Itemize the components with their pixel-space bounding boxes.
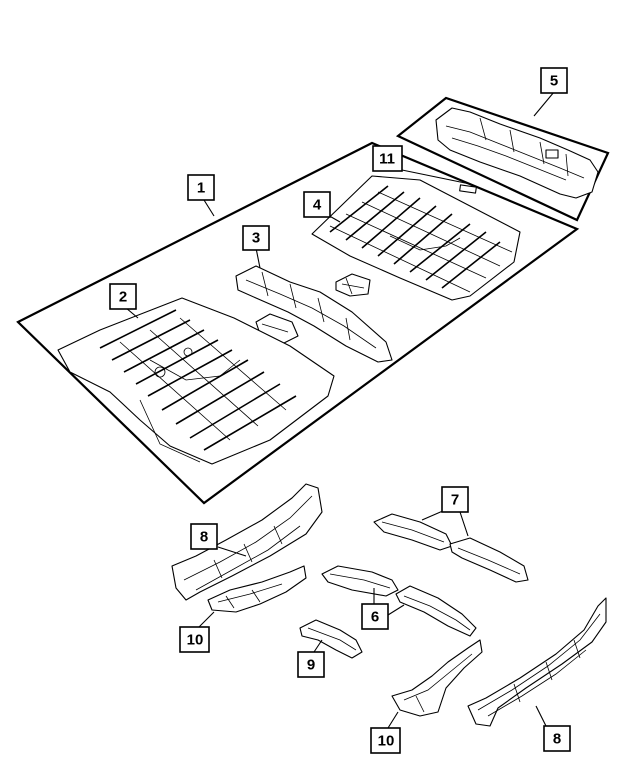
callout-9: 9 [297,651,325,678]
leader-line-8a [217,546,247,557]
leader-line-6b [387,604,405,616]
front-floor-pan-part [57,297,335,465]
rear-crossmember-part [435,107,599,199]
floor-crossmember-part [321,565,477,637]
side-sill-right-part [467,597,607,727]
callout-2: 2 [109,283,137,310]
callout-6: 6 [361,603,389,630]
callout-11-label: 11 [379,151,395,168]
callout-4: 4 [303,191,331,218]
crossmember-small-part [299,619,363,659]
callout-8-lower: 8 [543,725,571,752]
callout-1-label: 1 [197,180,205,197]
callout-10-lower: 10 [370,727,401,754]
leader-line-7b [459,511,469,537]
leader-line-1 [203,199,215,217]
leader-line-8b [535,705,547,727]
callout-8-lower-label: 8 [553,731,561,748]
callout-6-label: 6 [371,609,379,626]
callout-3-label: 3 [252,230,260,247]
tunnel-reinforcement-part [235,265,393,363]
leader-line-10b [387,711,399,729]
leader-line-3 [255,247,261,269]
rear-crossmember-pieces-part [373,513,529,583]
callout-9-label: 9 [307,657,315,674]
leader-line-10a [197,611,215,629]
floor-pan-assembly-outline [16,141,580,505]
callout-3: 3 [242,225,270,251]
leader-line-5 [533,91,555,117]
callout-2-label: 2 [119,289,127,306]
callout-10-lower-label: 10 [378,733,395,750]
leader-line-9 [313,639,323,653]
callout-1: 1 [187,174,215,201]
rear-floor-pan-part [311,175,521,301]
callout-5: 5 [540,67,568,94]
callout-11: 11 [372,145,403,172]
callout-10-upper-label: 10 [187,632,204,649]
callout-4-label: 4 [313,197,322,214]
side-sill-left-part [171,483,323,601]
callout-7: 7 [441,486,469,513]
callout-8-upper-label: 8 [200,529,208,546]
rear-crossmember-panel-outline [395,96,610,222]
leader-line-11 [401,169,471,185]
callout-10-upper: 10 [179,626,210,653]
callout-7-label: 7 [451,492,459,509]
lower-rail-left-part [207,565,307,613]
callout-8-upper: 8 [190,523,218,550]
callout-5-label: 5 [550,73,558,90]
bracket-part [335,273,371,297]
lower-rail-right-part [391,639,483,717]
